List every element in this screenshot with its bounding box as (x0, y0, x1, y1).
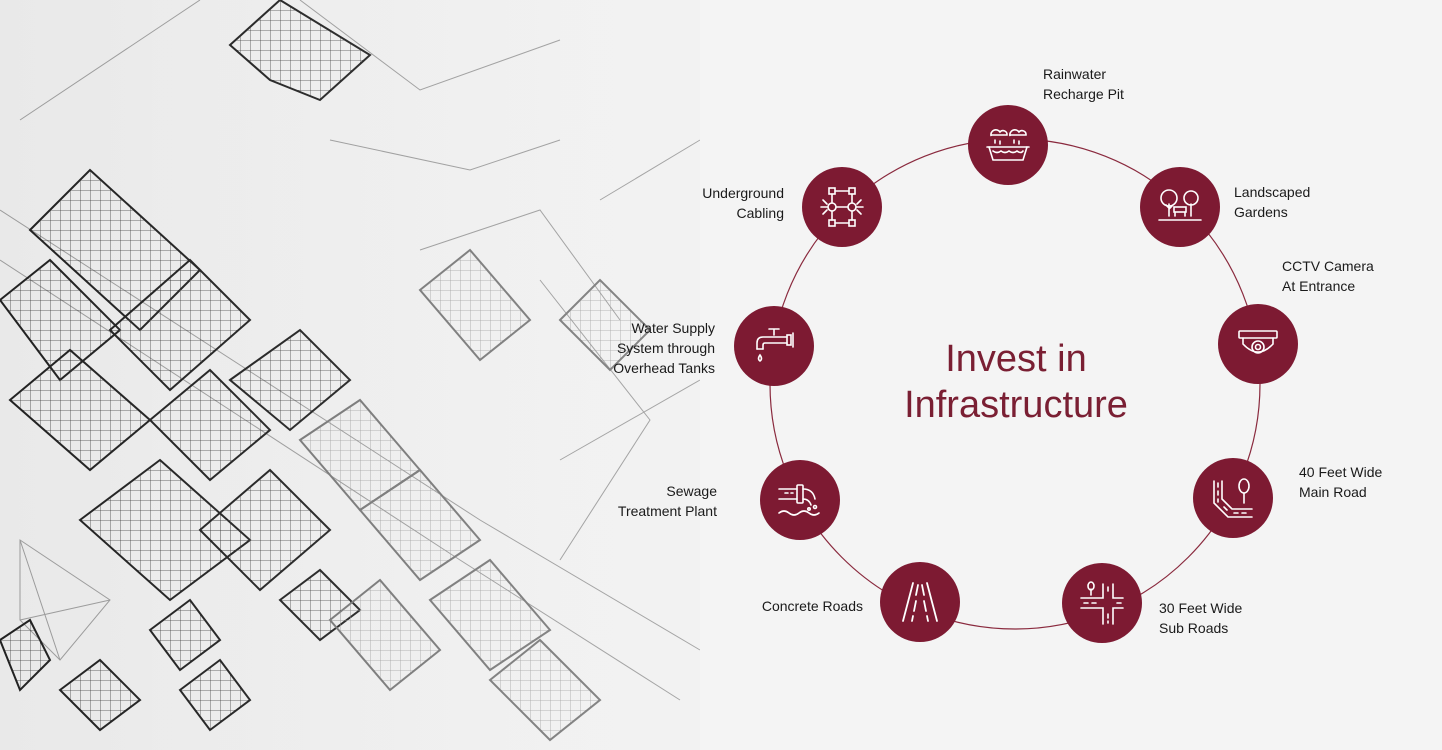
feature-label-cabling: Underground Cabling (702, 185, 784, 221)
feature-label-cctv: CCTV Camera At Entrance (1282, 258, 1374, 294)
title-line-1: Invest in (945, 338, 1087, 380)
feature-label-concrete-roads: Concrete Roads (761, 598, 863, 614)
feature-node-cabling (802, 167, 882, 247)
feature-node-concrete-roads (880, 562, 960, 642)
title-line-2: Infrastructure (904, 384, 1128, 426)
feature-label-sewage: Sewage Treatment Plant (617, 483, 717, 519)
feature-label-water-supply: Water Supply System through Overhead Tan… (613, 320, 715, 376)
main-road-tree-icon (1213, 478, 1253, 518)
feature-label-sub-roads: 30 Feet Wide Sub Roads (1159, 600, 1243, 636)
rain-recharge-icon (986, 129, 1030, 161)
feature-label-main-road: 40 Feet Wide Main Road (1299, 464, 1383, 500)
feature-label-gardens: Landscaped Gardens (1234, 184, 1311, 220)
feature-node-cctv (1218, 304, 1298, 384)
feature-node-rainwater (968, 105, 1048, 185)
sewage-pipe-icon (778, 484, 820, 516)
feature-label-rainwater: Rainwater Recharge Pit (1043, 66, 1124, 102)
feature-node-water-supply (734, 306, 814, 386)
concrete-road-icon (902, 582, 938, 622)
water-tap-icon (756, 328, 794, 362)
page-title: Invest in Infrastructure (856, 336, 1176, 428)
feature-node-sewage (760, 460, 840, 540)
road-junction-icon (1080, 581, 1124, 625)
feature-node-gardens (1140, 167, 1220, 247)
feature-node-main-road (1193, 458, 1273, 538)
feature-node-sub-roads (1062, 563, 1142, 643)
trees-bench-icon (1158, 189, 1202, 221)
cctv-camera-icon (1238, 330, 1278, 354)
cable-network-icon (820, 187, 864, 227)
